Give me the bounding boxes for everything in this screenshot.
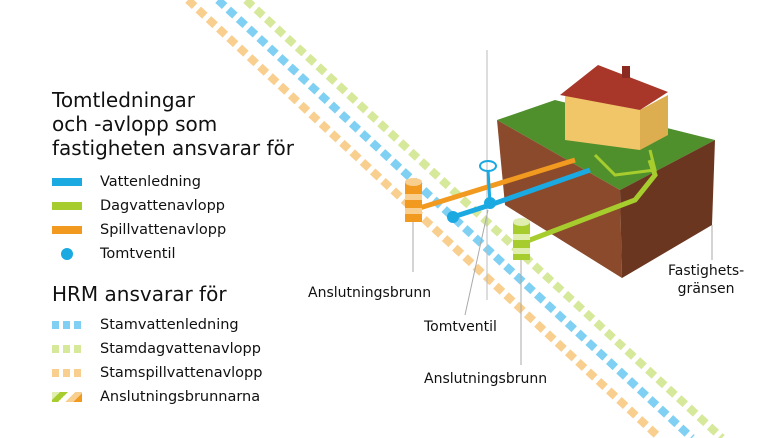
anslutningsbrunn-left <box>405 178 422 222</box>
legend-item-stamvatten: Stamvattenledning <box>52 313 262 337</box>
swatch <box>52 369 82 377</box>
label: Spillvattenavlopp <box>100 222 227 238</box>
house-wall-front <box>565 95 640 150</box>
swatch <box>52 226 82 234</box>
legend-item-dagvatten: Dagvattenavlopp <box>52 194 226 218</box>
house-roof <box>560 65 668 110</box>
soil-front <box>497 120 622 278</box>
hrm-legend: Stamvattenledning Stamdagvattenavlopp St… <box>52 313 262 409</box>
anslutningsbrunn-right <box>513 218 530 260</box>
label: Vattenledning <box>100 174 201 190</box>
label-line: Fastighets- <box>668 263 745 279</box>
hrm-legend-title: HRM ansvarar för <box>52 282 227 306</box>
dagvatten-pipe <box>521 159 658 246</box>
legend-item-brunnar: Anslutningsbrunnarna <box>52 385 262 409</box>
label: Tomtventil <box>100 246 176 262</box>
spillvatten-pipe <box>412 157 576 213</box>
tomtventil-marker <box>447 211 459 223</box>
legend-item-vattenledning: Vattenledning <box>52 170 226 194</box>
title-line: och -avlopp som <box>52 112 218 136</box>
label-anslutningsbrunn-right: Anslutningsbrunn <box>424 371 548 387</box>
label: Stamdagvattenavlopp <box>100 341 261 357</box>
stamspillvatten-line <box>185 0 663 438</box>
brunn-icon <box>52 392 82 402</box>
chimney <box>622 66 630 78</box>
soil-side <box>620 140 715 278</box>
legend-item-tomtventil: Tomtventil <box>52 242 226 266</box>
legend-item-spillvatten: Spillvattenavlopp <box>52 218 226 242</box>
label: Stamvattenledning <box>100 317 239 333</box>
swatch <box>52 202 82 210</box>
label-tomtventil: Tomtventil <box>424 319 497 335</box>
house-wall-side <box>640 95 668 150</box>
title-line: fastigheten ansvarar för <box>52 136 294 160</box>
label-line: gränsen <box>677 281 735 297</box>
leader-line <box>464 209 489 316</box>
swatch <box>52 321 82 329</box>
label-fastighetsgransen: Fastighets- gränsen <box>668 262 744 298</box>
dagvatten-house-pipe <box>593 149 657 177</box>
valve-wheel-icon <box>479 160 497 172</box>
dot-icon <box>52 248 82 260</box>
title-line: Tomtledningar <box>52 88 196 112</box>
stamdagvatten-line <box>243 0 725 438</box>
legend-item-stamdagvatten: Stamdagvattenavlopp <box>52 337 262 361</box>
swatch <box>52 178 82 186</box>
label: Anslutningsbrunnarna <box>100 389 261 405</box>
owner-legend: Vattenledning Dagvattenavlopp Spillvatte… <box>52 170 226 266</box>
swatch <box>52 345 82 353</box>
label: Stamspillvattenavlopp <box>100 365 263 381</box>
legend-item-stamspillvatten: Stamspillvattenavlopp <box>52 361 262 385</box>
label: Dagvattenavlopp <box>100 198 225 214</box>
owner-legend-title: Tomtledningar och -avlopp som fastighete… <box>52 88 294 160</box>
valve-stem <box>486 169 492 204</box>
property-block <box>497 65 715 278</box>
label-anslutningsbrunn-left: Anslutningsbrunn <box>308 285 432 301</box>
